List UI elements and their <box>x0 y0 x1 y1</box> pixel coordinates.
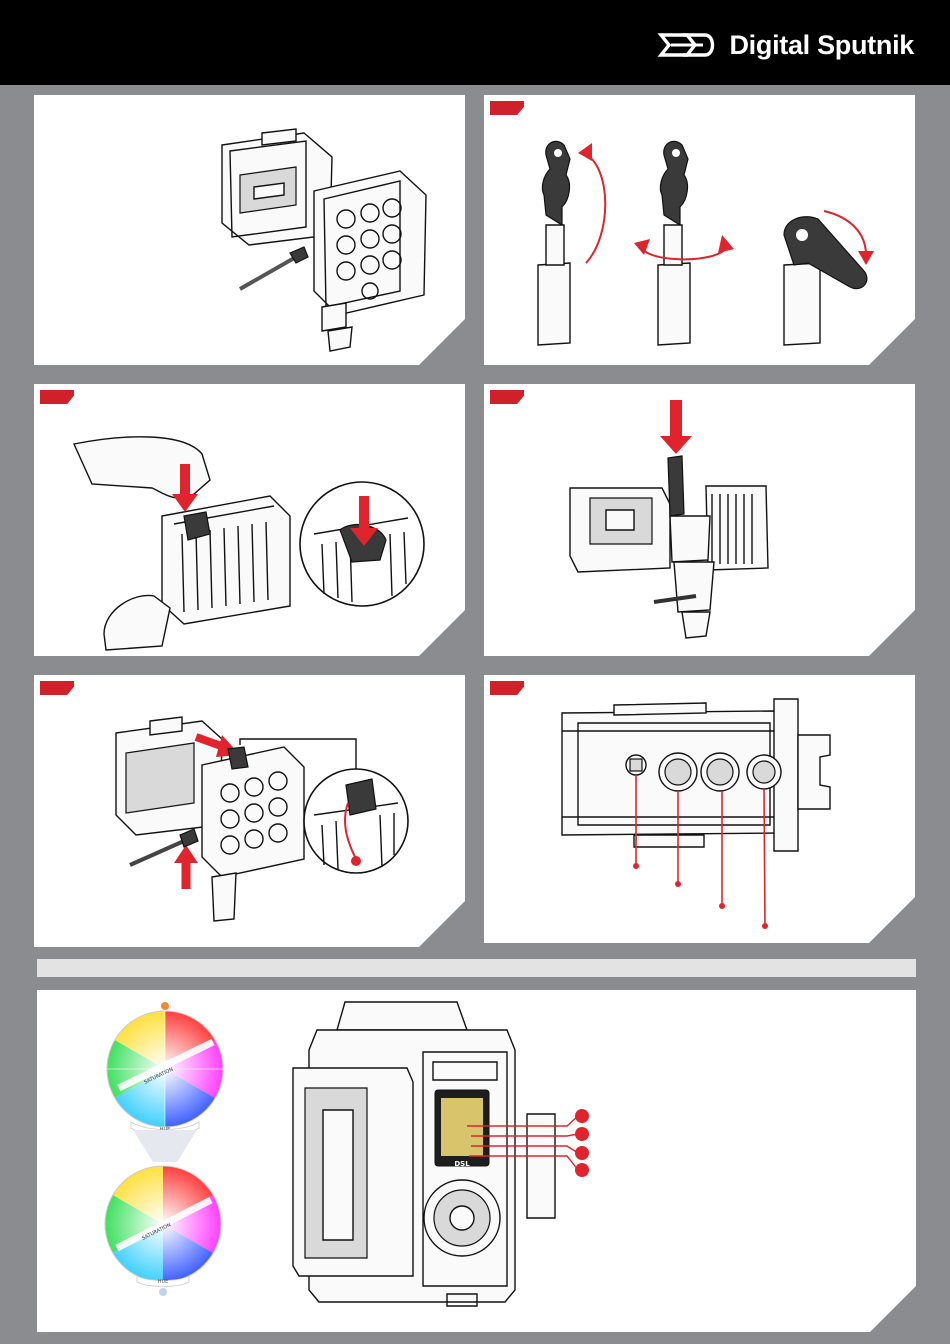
panel-connector-ports <box>484 675 915 943</box>
panel-color-control: SATURATION HUE SATURATION HUE <box>37 990 916 1332</box>
callout-dot-icon <box>575 1127 589 1141</box>
color-wheel-bottom: SATURATION HUE <box>105 1166 221 1296</box>
panel-insert-lever <box>484 384 915 656</box>
lcd-brand: DSL <box>454 1160 470 1168</box>
panel-lever-rotation <box>484 95 915 365</box>
color-control-illustration: SATURATION HUE SATURATION HUE <box>37 990 916 1332</box>
brand-name: Digital Sputnik <box>729 30 914 61</box>
fixture-illustration <box>34 95 465 365</box>
brand-logo-icon <box>657 32 719 58</box>
section-divider <box>37 959 916 977</box>
hue-label-bottom: HUE <box>158 1279 169 1285</box>
callout-dot-icon <box>633 863 639 869</box>
page-header: Digital Sputnik <box>0 0 950 85</box>
press-lever-illustration <box>34 384 465 656</box>
fixture-back-view: DSL <box>293 1002 555 1306</box>
panel-cable-connection <box>34 675 465 947</box>
callout-dot-icon <box>575 1146 589 1160</box>
lever-illustration <box>484 95 915 365</box>
brand: Digital Sputnik <box>657 30 914 60</box>
insert-lever-illustration <box>484 384 915 656</box>
cable-connection-illustration <box>34 675 465 947</box>
panel-fixture-overview <box>34 95 465 365</box>
connector-ports-illustration <box>484 675 915 943</box>
panel-press-lever <box>34 384 465 656</box>
callout-dot-icon <box>575 1109 589 1123</box>
color-wheel-top: SATURATION HUE <box>107 1000 223 1138</box>
callout-dot-icon <box>575 1163 589 1177</box>
